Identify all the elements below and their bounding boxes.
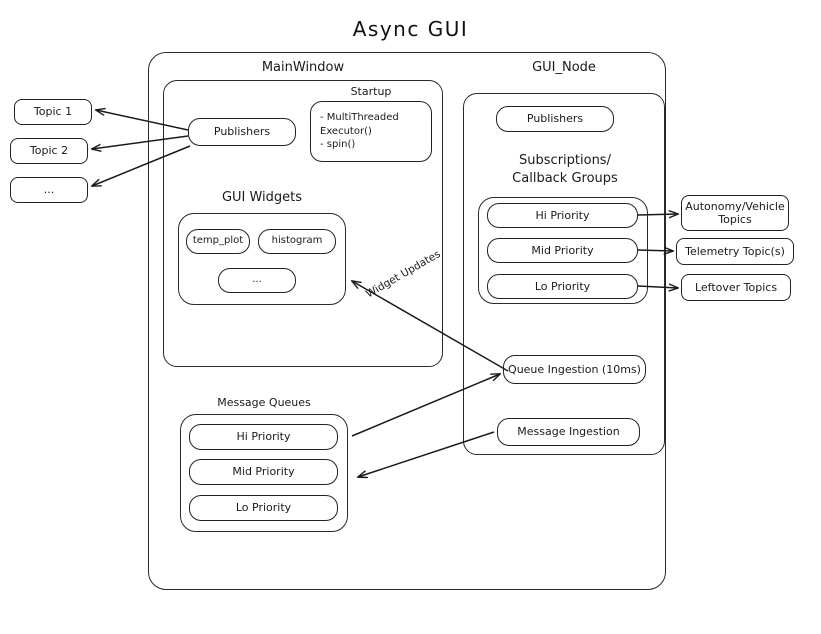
message-queues-caption: Message Queues [217,396,311,409]
queue-hi-priority[interactable]: Hi Priority [189,424,338,450]
queue-ingestion-box[interactable]: Queue Ingestion (10ms) [503,355,646,384]
subscription-hi-priority[interactable]: Hi Priority [487,203,638,228]
outer-container [148,52,666,590]
guinode-publishers-box[interactable]: Publishers [496,106,614,132]
message-ingestion-box[interactable]: Message Ingestion [497,418,640,446]
gui-node-group [463,93,665,455]
mainwindow-group [163,80,443,367]
subscription-mid-priority[interactable]: Mid Priority [487,238,638,263]
startup-caption: Startup [350,85,392,98]
widget-histogram[interactable]: histogram [258,229,336,254]
external-leftover-topics[interactable]: Leftover Topics [681,274,791,301]
external-topic-1[interactable]: Topic 1 [14,99,92,125]
message-queues-group [180,414,348,532]
mainwindow-caption: MainWindow [261,60,345,75]
subscription-lo-priority[interactable]: Lo Priority [487,274,638,299]
startup-lines: - MultiThreaded Executor() - spin() [320,112,399,151]
external-telemetry-topics[interactable]: Telemetry Topic(s) [676,238,794,265]
diagram-title: Async GUI [352,17,469,41]
mainwindow-publishers-box[interactable]: Publishers [188,118,296,146]
gui-node-caption: GUI_Node [532,60,596,75]
external-topic-2[interactable]: Topic 2 [10,138,88,164]
subscriptions-caption: Subscriptions/ Callback Groups [512,153,618,186]
gui-widgets-caption: GUI Widgets [221,190,303,205]
widget-more[interactable]: ... [218,268,296,293]
external-autonomy-vehicle-topics[interactable]: Autonomy/Vehicle Topics [681,195,789,231]
gui-widgets-group [178,213,346,305]
widget-temp-plot[interactable]: temp_plot [186,229,250,254]
queue-lo-priority[interactable]: Lo Priority [189,495,338,521]
queue-mid-priority[interactable]: Mid Priority [189,459,338,485]
startup-box[interactable]: - MultiThreaded Executor() - spin() [310,101,432,162]
external-topic-more[interactable]: ... [10,177,88,203]
